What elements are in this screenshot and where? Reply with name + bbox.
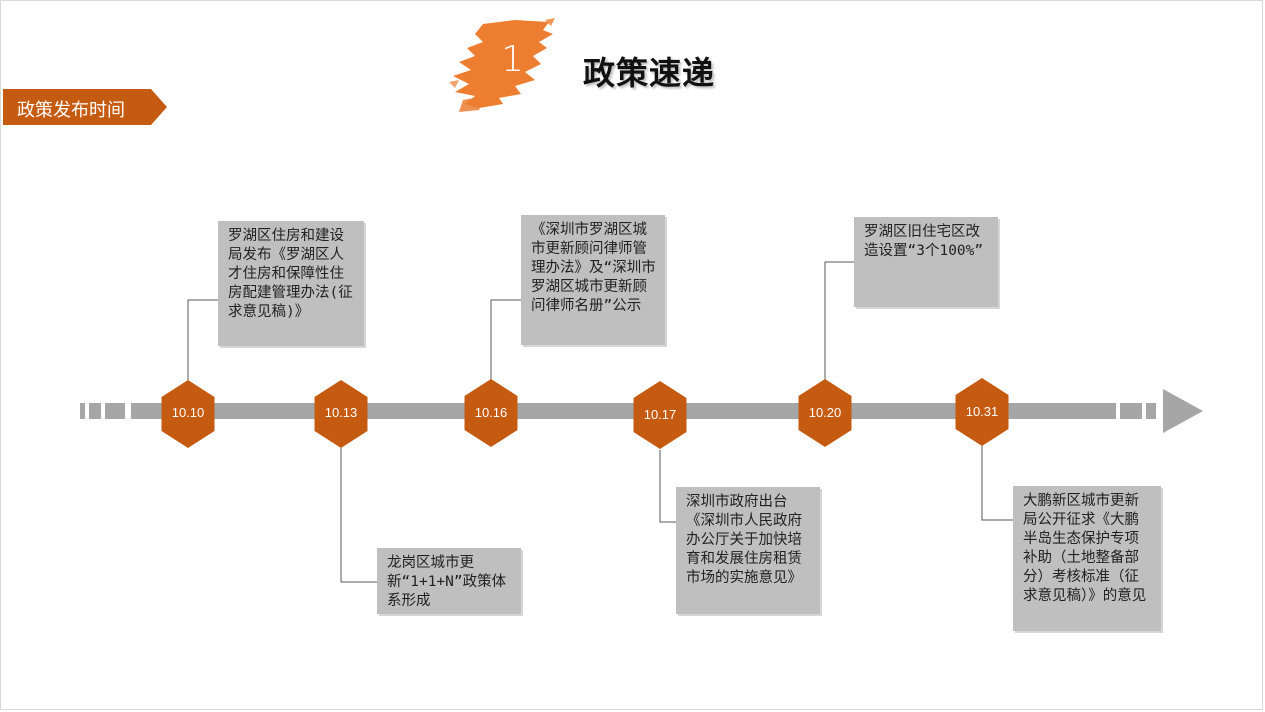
section-tag-label: 政策发布时间 <box>17 100 125 121</box>
node-date-label: 10.31 <box>965 404 999 419</box>
axis-dash <box>1120 403 1142 419</box>
node-date-label: 10.17 <box>643 407 677 422</box>
timeline-node-hexagon <box>314 380 368 448</box>
section-number: 1 <box>501 39 524 80</box>
policy-note-text: 罗湖区旧住宅区改造设置“3个100%” <box>864 224 984 259</box>
policy-note: 《深圳市罗湖区城市更新顾问律师管理办法》及“深圳市罗湖区城市更新顾问律师名册”公… <box>521 215 665 345</box>
policy-note: 龙岗区城市更新“1+1+N”政策体系形成 <box>377 548 521 614</box>
axis-dash <box>1146 403 1156 419</box>
node-date-label: 10.20 <box>808 405 842 420</box>
policy-note: 罗湖区住房和建设局发布《罗湖区人才住房和保障性住房配建管理办法(征求意见稿)》 <box>218 221 364 346</box>
page-title: 政策速递 <box>583 54 716 92</box>
policy-note-text: 深圳市政府出台《深圳市人民政府办公厅关于加快培育和发展住房租赁市场的实施意见》 <box>686 494 802 586</box>
timeline-node-hexagon <box>955 378 1009 446</box>
policy-note-text: 大鹏新区城市更新局公开征求《大鹏半岛生态保护专项补助（土地整备部分）考核标准（征… <box>1023 493 1147 604</box>
connector-line <box>659 450 676 523</box>
policy-note: 大鹏新区城市更新局公开征求《大鹏半岛生态保护专项补助（土地整备部分）考核标准（征… <box>1013 486 1161 631</box>
slide-title-group: 1 政策速递 <box>445 12 765 117</box>
policy-note: 深圳市政府出台《深圳市人民政府办公厅关于加快培育和发展住房租赁市场的实施意见》 <box>676 487 820 614</box>
connector-line <box>187 299 218 382</box>
timeline-node-hexagon <box>633 381 687 449</box>
policy-note-text: 《深圳市罗湖区城市更新顾问律师管理办法》及“深圳市罗湖区城市更新顾问律师名册”公… <box>531 222 656 314</box>
policy-note: 罗湖区旧住宅区改造设置“3个100%” <box>854 217 998 307</box>
policy-note-text: 龙岗区城市更新“1+1+N”政策体系形成 <box>387 555 507 609</box>
connector-line <box>824 261 854 380</box>
timeline-node-hexagon <box>464 379 518 447</box>
timeline-node-hexagon <box>161 380 215 448</box>
axis-dash <box>105 403 125 419</box>
policy-note-text: 罗湖区住房和建设局发布《罗湖区人才住房和保障性住房配建管理办法(征求意见稿)》 <box>228 228 353 320</box>
tag-arrow-shape <box>3 89 167 125</box>
axis-dash <box>89 403 101 419</box>
axis-dash <box>80 403 85 419</box>
timeline-axis <box>131 403 1116 419</box>
arrow-head-icon <box>1163 389 1203 433</box>
connector-line <box>490 299 521 380</box>
node-date-label: 10.10 <box>171 405 205 420</box>
timeline-node-hexagon <box>798 379 852 447</box>
brush-stroke-icon <box>449 18 555 112</box>
node-date-label: 10.16 <box>474 405 508 420</box>
connector-line <box>981 446 1013 521</box>
connector-line <box>340 448 377 583</box>
section-tag: 政策发布时间 <box>3 87 167 127</box>
node-date-label: 10.13 <box>324 405 358 420</box>
